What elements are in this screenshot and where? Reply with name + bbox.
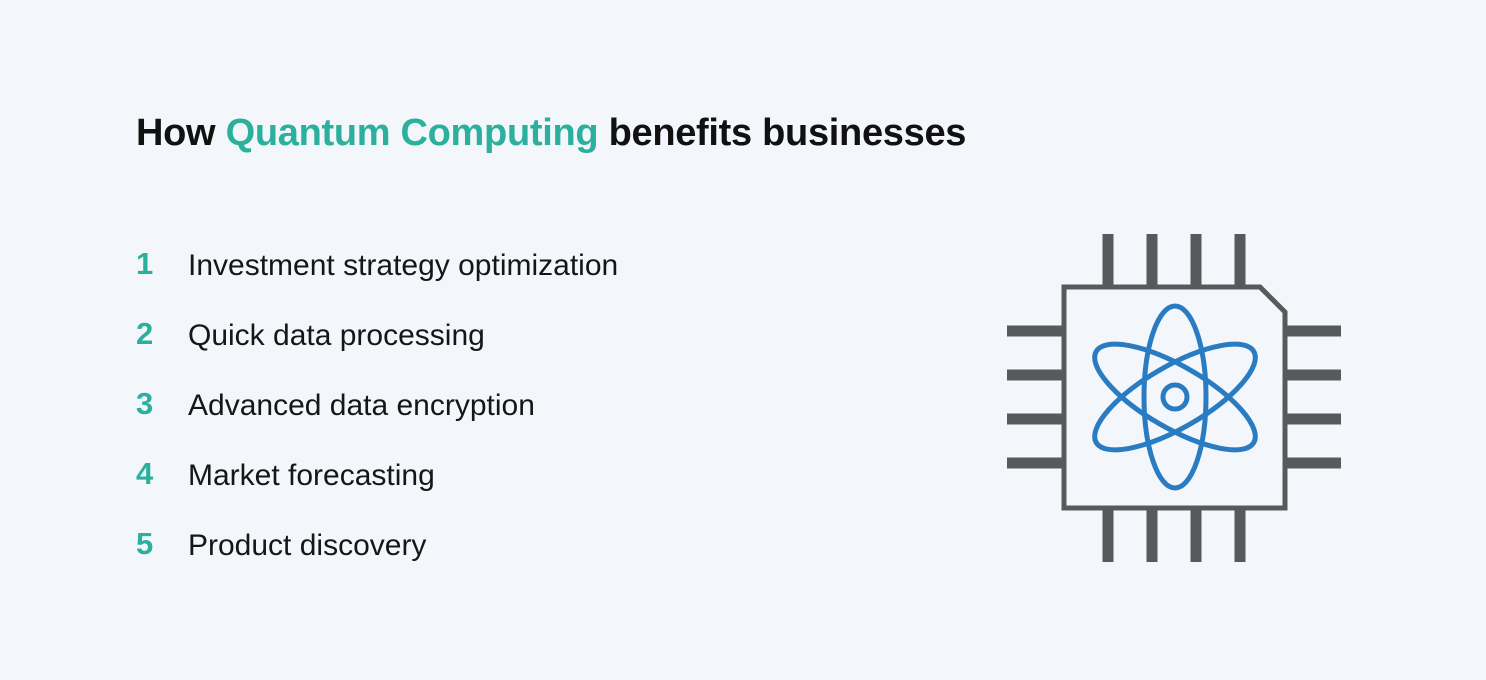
item-number: 3	[136, 386, 154, 421]
item-number: 1	[136, 246, 154, 281]
list-item: 2 Quick data processing	[136, 314, 618, 384]
title-highlight: Quantum Computing	[225, 112, 599, 154]
benefits-list: 1 Investment strategy optimization 2 Qui…	[136, 244, 618, 594]
quantum-chip-icon	[1007, 234, 1341, 562]
list-item: 3 Advanced data encryption	[136, 384, 618, 454]
page-title: How Quantum Computing benefits businesse…	[136, 112, 966, 155]
atom-icon	[1092, 303, 1258, 491]
item-label: Quick data processing	[188, 319, 485, 352]
title-suffix: benefits businesses	[598, 112, 967, 154]
title-prefix: How	[136, 112, 226, 154]
list-item: 4 Market forecasting	[136, 454, 618, 524]
chip-icon	[1007, 234, 1341, 562]
list-item: 5 Product discovery	[136, 524, 618, 594]
item-label: Product discovery	[188, 529, 427, 562]
item-number: 5	[136, 526, 154, 561]
item-label: Investment strategy optimization	[188, 249, 619, 282]
list-item: 1 Investment strategy optimization	[136, 244, 618, 314]
item-number: 2	[136, 316, 154, 351]
item-number: 4	[136, 456, 154, 491]
item-label: Market forecasting	[188, 459, 435, 492]
item-label: Advanced data encryption	[188, 389, 535, 422]
